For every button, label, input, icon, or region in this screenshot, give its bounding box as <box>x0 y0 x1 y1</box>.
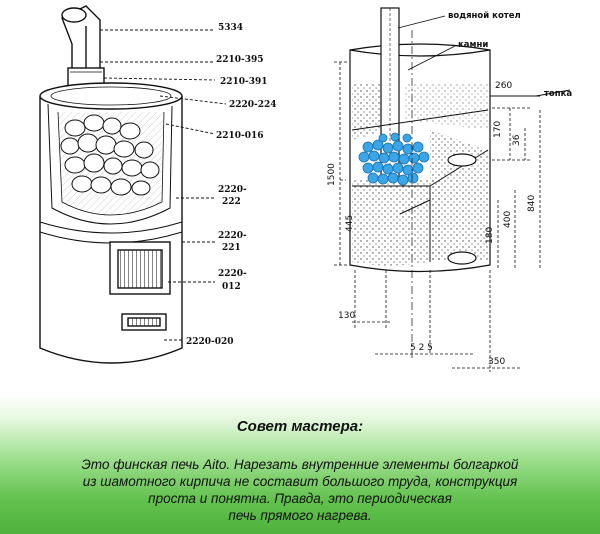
part-number: 2210-391 <box>220 77 268 87</box>
dim-value: 5 2 5 <box>410 343 433 353</box>
part-number: 5334 <box>218 23 243 33</box>
dim-value: 350 <box>488 357 505 367</box>
part-number: 221 <box>222 243 241 253</box>
dim-value: 260 <box>495 81 512 91</box>
dim-value: 36 <box>512 134 522 146</box>
stone-pile <box>60 114 160 196</box>
stove-drawing: 5334 2210-395 2210-391 2220-224 2210-016… <box>39 5 573 372</box>
tip-line: Это финская печь Aito. Нарезать внутренн… <box>81 457 519 472</box>
part-number: 2220- <box>218 269 247 279</box>
tip-text: Это финская печь Aito. Нарезать внутренн… <box>12 456 588 524</box>
tip-title: Совет мастера: <box>236 418 364 435</box>
fire-door <box>109 241 171 295</box>
part-number: 2210-016 <box>216 131 264 141</box>
dimension-values: 260 170 36 1500 445 180 400 840 130 5 2 … <box>327 81 537 367</box>
left-stove <box>39 5 227 364</box>
label-stones: камни <box>458 40 488 50</box>
part-number: 2220-224 <box>229 100 277 110</box>
part-number: 2210-395 <box>216 55 264 65</box>
tip-line: из шамотного кирпича не составит большог… <box>82 474 518 489</box>
dim-value: 400 <box>503 211 513 228</box>
part-number: 2220- <box>218 185 247 195</box>
part-number-labels: 5334 2210-395 2210-391 2220-224 2210-016… <box>186 23 277 347</box>
tip-panel <box>0 395 600 534</box>
ash-door <box>121 313 167 331</box>
dim-value: 445 <box>345 215 355 232</box>
blue-stones <box>358 132 430 186</box>
dim-value: 130 <box>338 311 355 321</box>
tip-line: печь прямого нагрева. <box>228 508 372 523</box>
dim-value: 180 <box>485 227 495 244</box>
dim-value: 840 <box>527 195 537 212</box>
section-drawing <box>349 7 491 360</box>
part-number: 2220-020 <box>186 337 234 347</box>
part-number: 2220- <box>218 231 247 241</box>
label-firebox: топка <box>544 89 572 99</box>
part-number: 222 <box>222 197 241 207</box>
chimney-pipe <box>61 5 105 87</box>
part-number: 012 <box>222 282 241 292</box>
stove-top <box>39 82 183 110</box>
dimension-lines <box>334 61 541 372</box>
tip-line: проста и понятна. Правда, это периодичес… <box>148 491 452 506</box>
label-water-boiler: водяной котел <box>448 11 521 21</box>
dim-value: 170 <box>493 121 503 138</box>
dim-value: 1500 <box>327 163 337 186</box>
